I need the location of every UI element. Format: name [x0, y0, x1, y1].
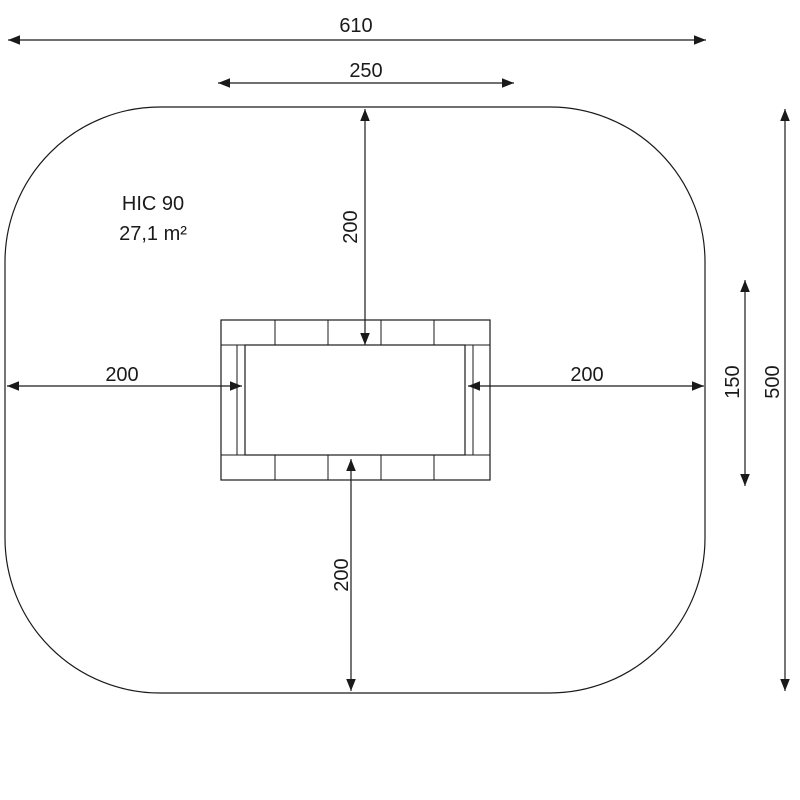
overall-depth-label: 500	[762, 365, 784, 398]
top-clearance-label: 200	[340, 210, 362, 243]
overall-width-label: 610	[339, 15, 372, 37]
safety-class-label: HIC 90	[122, 193, 184, 215]
right-clearance-label: 200	[570, 364, 603, 386]
left-clearance-label: 200	[105, 364, 138, 386]
sandbox	[220, 319, 491, 481]
sandbox-depth-label: 150	[722, 365, 744, 398]
sandbox-width-label: 250	[349, 60, 382, 82]
sandbox-inner	[244, 344, 466, 456]
sandbox-frame	[220, 319, 491, 481]
safety-area-outline	[4, 106, 706, 694]
bottom-clearance-label: 200	[331, 558, 353, 591]
area-label: 27,1 m²	[119, 223, 187, 245]
